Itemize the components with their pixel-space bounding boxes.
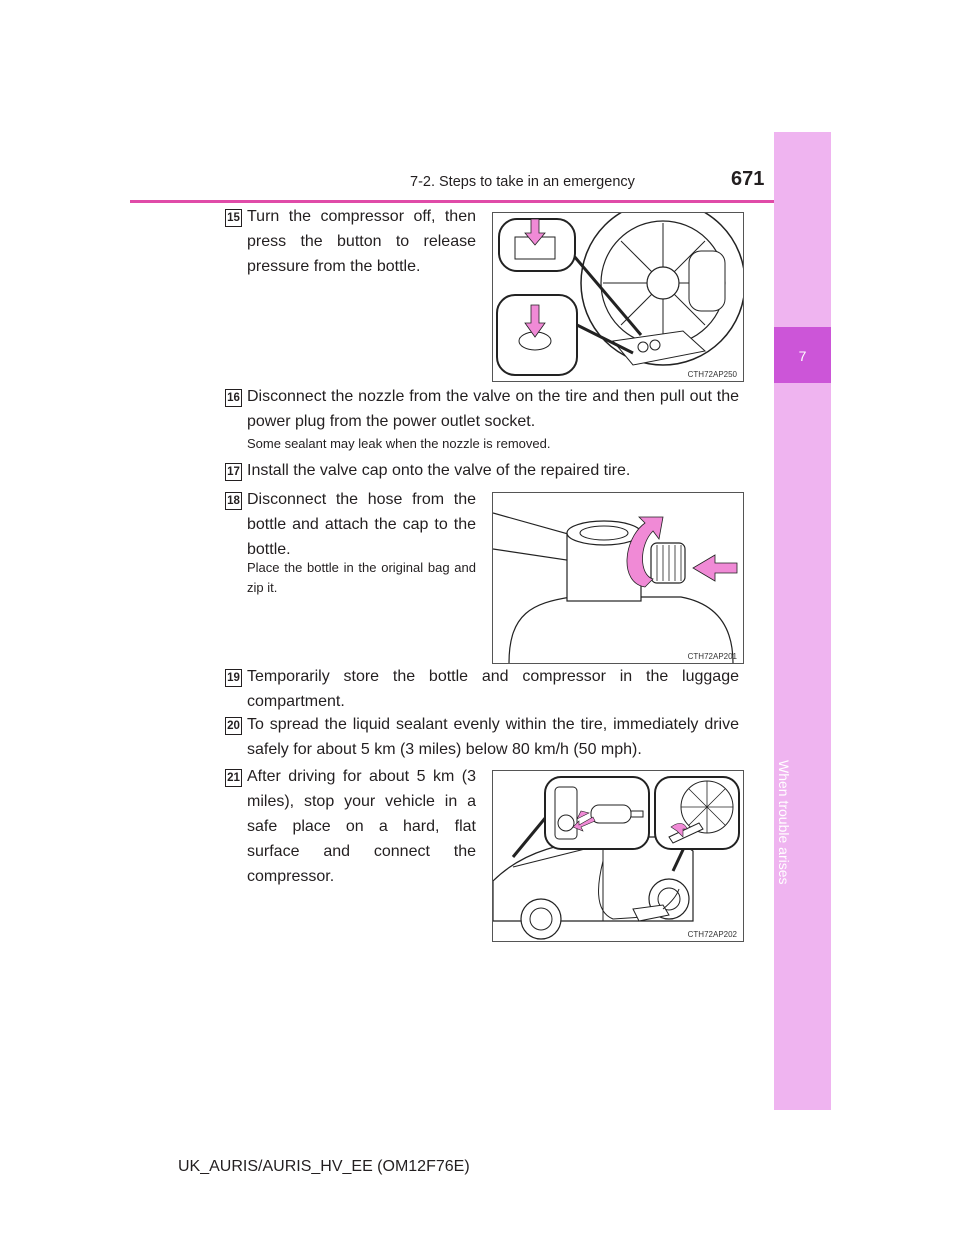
- step-15-number: 15: [225, 209, 242, 227]
- page-number: 671: [731, 168, 765, 190]
- figure-code: CTH72AP202: [687, 930, 737, 939]
- step-20-number: 20: [225, 717, 242, 735]
- model-code: UK_AURIS/AURIS_HV_EE (OM12F76E): [178, 1158, 470, 1175]
- figure-bottle-cap: CTH72AP201: [492, 492, 744, 664]
- step-15-text: Turn the compressor off, then press the …: [247, 208, 476, 275]
- step-16-number: 16: [225, 389, 242, 407]
- step-18-number: 18: [225, 492, 242, 510]
- step-18-note: Place the bottle in the original bag and…: [247, 560, 476, 595]
- chapter-number: 7: [798, 348, 807, 364]
- figure-release-pressure: CTH72AP250: [492, 212, 744, 382]
- step-19-text: Temporarily store the bottle and compres…: [247, 668, 739, 710]
- connect-compressor-illustration: [493, 776, 740, 940]
- step-21-number: 21: [225, 769, 242, 787]
- section-title: 7-2. Steps to take in an emergency: [410, 174, 635, 190]
- header-rule: [130, 200, 830, 203]
- step-16-text: Disconnect the nozzle from the valve on …: [247, 388, 739, 430]
- figure-connect-compressor: CTH72AP202: [492, 770, 744, 942]
- figure-code: CTH72AP250: [687, 370, 737, 379]
- step-16-note: Some sealant may leak when the nozzle is…: [247, 436, 551, 451]
- step-20-text: To spread the liquid sealant evenly with…: [247, 716, 739, 758]
- bottle-cap-illustration: [493, 512, 738, 663]
- step-19-number: 19: [225, 669, 242, 687]
- step-21-text: After driving for about 5 km (3 miles), …: [247, 768, 476, 885]
- chapter-number-block: [774, 327, 831, 383]
- step-17-text: Install the valve cap onto the valve of …: [247, 462, 631, 479]
- chapter-tab: [774, 132, 831, 1110]
- step-17-number: 17: [225, 463, 242, 481]
- figure-code: CTH72AP201: [687, 652, 737, 661]
- chapter-title: When trouble arises: [776, 760, 792, 885]
- release-pressure-illustration: [496, 213, 743, 376]
- step-18-text: Disconnect the hose from the bottle and …: [247, 491, 476, 558]
